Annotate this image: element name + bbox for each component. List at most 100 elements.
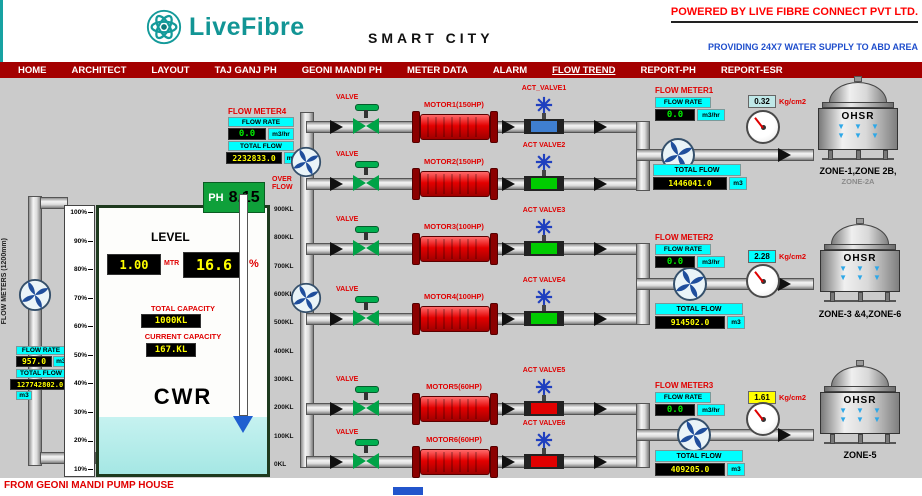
act-valve-label: ACT VALVE6 [522, 420, 566, 427]
nav-item[interactable]: HOME [18, 64, 47, 76]
nav-item[interactable]: FLOW TREND [552, 64, 616, 76]
level-down-arrow-icon [233, 416, 253, 433]
nav-item[interactable]: ARCHITECT [71, 64, 127, 76]
motor-pump[interactable] [412, 303, 498, 335]
total-flow-value: 409205.0 [655, 463, 725, 476]
level-mtr-unit: MTR [164, 260, 180, 267]
pressure-value: 2.28 [748, 250, 776, 263]
total-flow-unit: m3 [727, 463, 745, 476]
zone-label: ZONE-1,ZONE 2B, [819, 166, 897, 176]
total-capacity-label: TOTAL CAPACITY [150, 304, 216, 313]
nav-item[interactable]: TAJ GANJ PH [214, 64, 277, 76]
flow-arrow-icon [502, 120, 515, 134]
valve-label: VALVE [336, 376, 359, 383]
pump-row: VALVE MOTOR6(60HP) ACT VALVE6 [0, 420, 922, 496]
flow-arrow-icon [502, 177, 515, 191]
motor-label: MOTOR4(100HP) [424, 292, 484, 301]
flow-arrow-icon [594, 312, 607, 326]
act-valve-label: ACT_VALVE1 [521, 85, 567, 92]
total-flow-unit: m3 [727, 316, 745, 329]
ohsr-tank: OHSR ▼▼▼▼▼▼ [820, 360, 900, 444]
motor-pump[interactable] [412, 168, 498, 200]
level-percent-value: 16.6 [183, 252, 245, 278]
flow-arrow-icon [594, 402, 607, 416]
inlet-pipe-top-stub [40, 197, 68, 209]
flow-arrow-icon [502, 312, 515, 326]
pressure-unit: Kg/cm2 [779, 393, 807, 402]
actuated-valve[interactable] [524, 214, 564, 260]
overflow-label: OVER FLOW [272, 176, 293, 192]
gate-valve[interactable] [352, 386, 382, 420]
water-drips-icon: ▼▼▼▼▼▼ [839, 406, 890, 424]
flow-arrow-icon [330, 402, 343, 416]
tagline-text: PROVIDING 24X7 WATER SUPPLY TO ABD AREA [707, 42, 918, 52]
gate-valve[interactable] [352, 161, 382, 195]
flow-rate-label: FLOW RATE [655, 392, 711, 403]
pressure-gauge [746, 110, 780, 144]
level-percent-unit: % [249, 258, 259, 270]
nav-item[interactable]: ALARM [492, 64, 528, 76]
percent-tick: 30% [65, 409, 94, 416]
pressure-gauge [746, 264, 780, 298]
actuated-valve[interactable] [524, 284, 564, 330]
nav-item[interactable]: METER DATA [406, 64, 468, 76]
nav-item[interactable]: REPORT-ESR [720, 64, 783, 76]
flow-meter4-title: FLOW METER4 [228, 107, 287, 116]
gate-valve[interactable] [352, 104, 382, 138]
ohsr-label: OHSR [841, 111, 875, 122]
motor-pump[interactable] [412, 393, 498, 425]
act-valve-label: ACT VALVE4 [522, 277, 566, 284]
gate-valve[interactable] [352, 226, 382, 260]
actuated-valve[interactable] [524, 92, 564, 138]
gate-valve[interactable] [352, 439, 382, 473]
gate-valve[interactable] [352, 296, 382, 330]
flow-rate-label: FLOW RATE [655, 244, 711, 255]
handwheel-icon [535, 153, 553, 171]
percent-tick: 10% [65, 466, 94, 473]
motor-pump[interactable] [412, 233, 498, 265]
fm4-flow-rate-value: 0.0 [228, 128, 266, 140]
percent-tick: 60% [65, 323, 94, 330]
nav-item[interactable]: LAYOUT [151, 64, 190, 76]
ohsr-tank: OHSR ▼▼▼▼▼▼ [820, 218, 900, 302]
fm4-flow-rate-unit: m3/hr [268, 128, 294, 140]
total-flow-label: TOTAL FLOW [655, 450, 743, 462]
percent-tick: 40% [65, 380, 94, 387]
actuated-valve[interactable] [524, 374, 564, 420]
footer: FROM GEONI MANDI PUMP HOUSE [0, 478, 922, 496]
handwheel-icon [535, 288, 553, 306]
pump-row: VALVE MOTOR3(100HP) ACT VALVE3 [0, 207, 922, 284]
current-capacity-value: 167.KL [146, 343, 196, 357]
flow-meter-icon [677, 418, 711, 452]
motor-pump[interactable] [412, 446, 498, 478]
tank-percent-scale: 100%90%80%70%60%50%40%30%20%10% [64, 205, 95, 477]
source-text: FROM GEONI MANDI PUMP HOUSE [4, 480, 174, 491]
pressure-value: 0.32 [748, 95, 776, 108]
actuated-valve[interactable] [524, 427, 564, 473]
flow-arrow-icon [594, 242, 607, 256]
flow-arrow-icon [330, 312, 343, 326]
ohsr-label: OHSR [843, 395, 877, 406]
manifold-flow-meter-icon [290, 146, 322, 178]
inlet-flow-meter-icon [18, 278, 52, 312]
total-flow-unit: m3 [729, 177, 747, 190]
nav-item[interactable]: REPORT-PH [640, 64, 696, 76]
handwheel-icon [535, 378, 553, 396]
nav-item[interactable]: GEONI MANDI PH [301, 64, 382, 76]
motor-pump[interactable] [412, 111, 498, 143]
flow-meter1-title: FLOW METER1 [655, 86, 714, 95]
pump-row: VALVE MOTOR4(100HP) ACT VALVE4 [0, 277, 922, 354]
ph-label: PH [208, 191, 224, 204]
valve-label: VALVE [336, 429, 359, 436]
flow-rate-unit: m3/hr [697, 256, 725, 268]
pressure-gauge [746, 402, 780, 436]
flow-meter-icon [673, 267, 707, 301]
zone-label-secondary: ZONE-2A [841, 177, 875, 186]
page-title: SMART CITY [368, 30, 494, 46]
kl-tick: 900KL [274, 206, 294, 213]
valve-label: VALVE [336, 286, 359, 293]
percent-tick: 80% [65, 266, 94, 273]
current-capacity-label: CURRENT CAPACITY [144, 332, 222, 341]
actuated-valve[interactable] [524, 149, 564, 195]
level-label: LEVEL [151, 230, 190, 244]
